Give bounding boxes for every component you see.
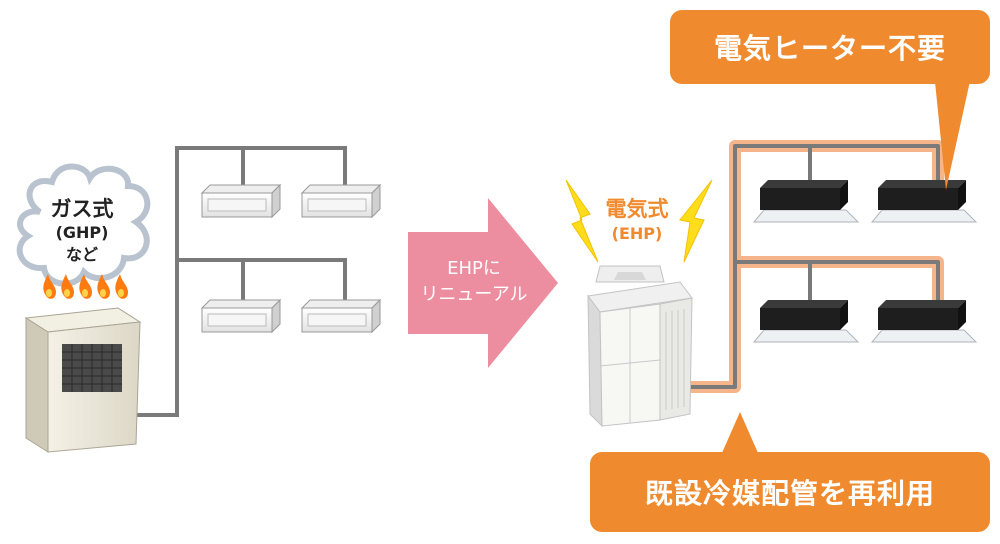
cloud-shape bbox=[16, 163, 151, 287]
reused-piping bbox=[690, 144, 940, 389]
ehp-label-line1: 電気式 bbox=[605, 197, 669, 221]
gas-label-line1: ガス式 bbox=[50, 197, 114, 221]
callout-top-pointer bbox=[934, 72, 972, 190]
ehp-label-line2: (EHP) bbox=[611, 224, 663, 243]
indoor-unit-old-4 bbox=[300, 298, 382, 334]
electric-type-label: 電気式 (EHP) bbox=[582, 196, 692, 246]
gas-type-label: ガス式 (GHP) など bbox=[30, 196, 134, 266]
callout-no-heater: 電気ヒーター不要 bbox=[670, 10, 990, 84]
gas-label-line3: など bbox=[65, 245, 98, 264]
electric-outdoor-unit bbox=[587, 265, 693, 428]
old-piping bbox=[132, 146, 347, 417]
callout-bottom-pointer bbox=[718, 412, 762, 462]
indoor-unit-new-3 bbox=[752, 300, 860, 343]
callout-reuse-piping: 既設冷媒配管を再利用 bbox=[590, 452, 990, 532]
indoor-unit-new-2 bbox=[870, 180, 978, 223]
indoor-unit-new-1 bbox=[752, 180, 860, 223]
indoor-unit-old-3 bbox=[200, 298, 282, 334]
indoor-unit-old-1 bbox=[200, 183, 282, 219]
gas-label-line2: (GHP) bbox=[55, 223, 109, 242]
gas-outdoor-unit bbox=[24, 307, 142, 453]
arrow-label-line2: リニューアル bbox=[420, 284, 528, 305]
arrow-label-line1: EHPに bbox=[447, 258, 501, 279]
indoor-unit-new-4 bbox=[870, 300, 978, 343]
lightning-icons bbox=[565, 179, 713, 263]
renewal-arrow bbox=[408, 198, 558, 368]
arrow-label: EHPに リニューアル bbox=[404, 256, 544, 308]
indoor-unit-old-2 bbox=[300, 183, 382, 219]
